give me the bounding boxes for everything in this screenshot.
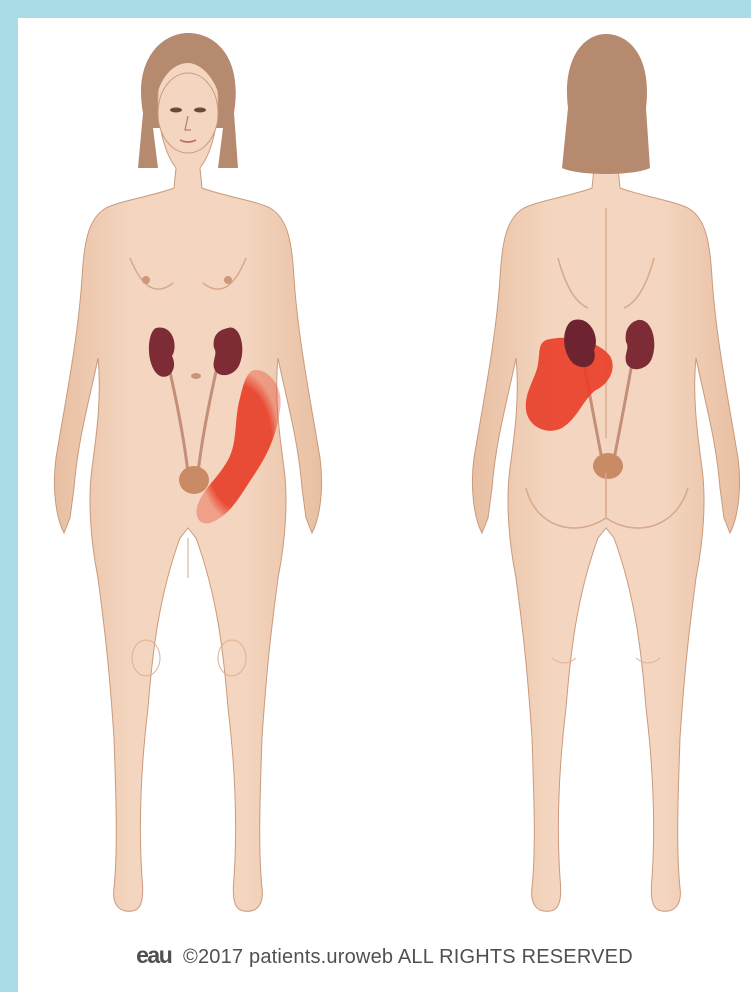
eau-logo: eau xyxy=(136,942,171,968)
copyright-footer: eau ©2017 patients.uroweb ALL RIGHTS RES… xyxy=(18,942,751,969)
nipple-left xyxy=(142,276,150,284)
nipple-right xyxy=(224,276,232,284)
hair-back xyxy=(562,34,650,174)
left-eye xyxy=(170,108,182,113)
back-view-figure xyxy=(466,18,746,928)
bladder-back xyxy=(593,453,623,479)
kidney-right-back xyxy=(626,320,655,369)
face xyxy=(158,73,218,153)
navel xyxy=(191,373,201,379)
copyright-text: ©2017 patients.uroweb ALL RIGHTS RESERVE… xyxy=(183,946,633,968)
bladder xyxy=(179,466,209,494)
right-eye xyxy=(194,108,206,113)
front-view-figure xyxy=(48,18,328,928)
illustration-panel: eau ©2017 patients.uroweb ALL RIGHTS RES… xyxy=(18,18,751,992)
